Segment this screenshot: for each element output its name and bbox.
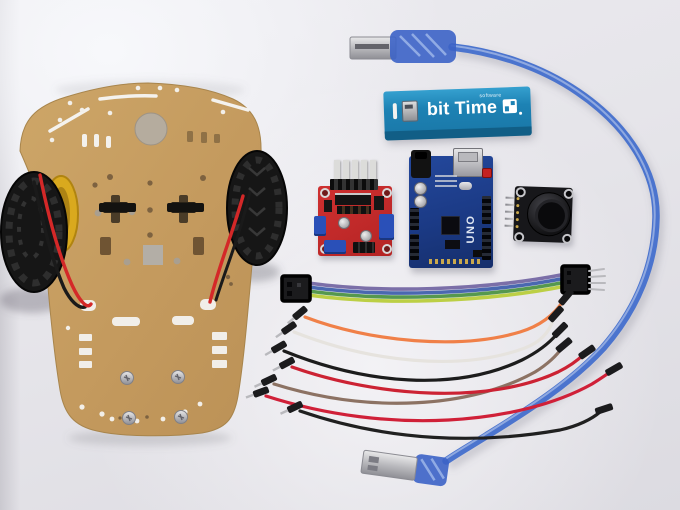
ribbon-connector-left (280, 274, 312, 303)
icsp-header (473, 250, 482, 257)
driver-jumpers (353, 242, 375, 253)
power-bank-usb-port (401, 100, 419, 122)
power-bank-brand-subtext: software (479, 92, 502, 100)
power-bank-brand-text: bit Time (426, 96, 498, 120)
smd-part (324, 200, 332, 212)
jumper-black-2 (298, 409, 602, 440)
motor-wires (32, 173, 252, 309)
usb-connector-top (349, 30, 456, 63)
power-bank-logo (502, 98, 518, 114)
usb-connector-bottom (360, 449, 449, 487)
right-motor-wire-red (208, 194, 245, 304)
jumper-pin-connectors (245, 288, 623, 415)
header-pin (504, 217, 514, 220)
arduino-usb-port (453, 148, 483, 177)
analog-header (410, 234, 419, 260)
solder-pad (515, 217, 519, 221)
mount-hole (514, 232, 525, 243)
digital-header (482, 228, 491, 260)
header-pin (505, 210, 515, 213)
power-bank-logo-dot (519, 111, 523, 115)
robot-chassis (19, 82, 262, 437)
motor-mount-cutouts (99, 195, 204, 255)
terminal-block-left (314, 216, 326, 236)
digital-header (482, 196, 491, 224)
chassis-plate (19, 82, 262, 437)
uno-silkscreen-label: UNO (465, 214, 477, 244)
driver-ic (335, 193, 371, 205)
chassis-gray-pad (143, 245, 163, 265)
jumper-wires (245, 288, 623, 440)
ribbon-connector-right (560, 264, 606, 295)
jumper-red-2 (264, 370, 612, 423)
arduino-reset-button (482, 168, 492, 178)
left-motor-wire-red (38, 173, 93, 308)
mount-hole (382, 244, 392, 254)
terminal-block-bottom (324, 240, 346, 254)
smd-cluster (435, 174, 457, 190)
motor-driver-board (314, 160, 394, 256)
left-motor-wire-black (32, 180, 87, 309)
power-header (410, 208, 419, 230)
header-pin (505, 196, 515, 199)
mount-hole (563, 188, 574, 200)
power-bank-led-slot (392, 103, 398, 120)
jumper-orange (303, 299, 565, 344)
chassis-large-hole (134, 112, 168, 146)
mount-hole (382, 188, 392, 198)
chassis-slots (48, 94, 250, 133)
smd-part (374, 196, 384, 210)
terminal-block-right (379, 214, 394, 240)
arduino-power-jack (411, 150, 431, 178)
capacitor (414, 195, 427, 208)
smd-part (445, 240, 460, 249)
right-wheel (226, 150, 288, 266)
chassis-screws (120, 370, 188, 425)
joystick-module (504, 186, 574, 245)
driver-pin-header (330, 179, 378, 190)
header-pin (504, 224, 514, 227)
solder-pads (429, 259, 481, 264)
trimpot (338, 217, 350, 229)
mcu-chip (441, 216, 460, 235)
arduino-uno-board: UNO (409, 148, 493, 268)
jumper-white (292, 318, 555, 363)
usb-cable (349, 30, 656, 487)
capacitor (414, 182, 427, 195)
mount-hole (515, 187, 526, 198)
jumper-red-1 (290, 353, 585, 395)
driver-capacitors (337, 206, 371, 214)
ribbon-cable (280, 264, 606, 303)
solder-pad (516, 210, 520, 214)
solder-pad (516, 196, 520, 200)
solder-pad (515, 224, 519, 228)
trimpot (360, 230, 372, 242)
solder-pad (516, 203, 520, 207)
mount-hole (320, 188, 330, 198)
crystal-oscillator (459, 182, 472, 190)
header-pin (505, 203, 515, 206)
jumper-black-1 (282, 332, 559, 382)
power-bank: bit Time software (383, 86, 532, 141)
right-motor-wire-black (214, 190, 252, 302)
